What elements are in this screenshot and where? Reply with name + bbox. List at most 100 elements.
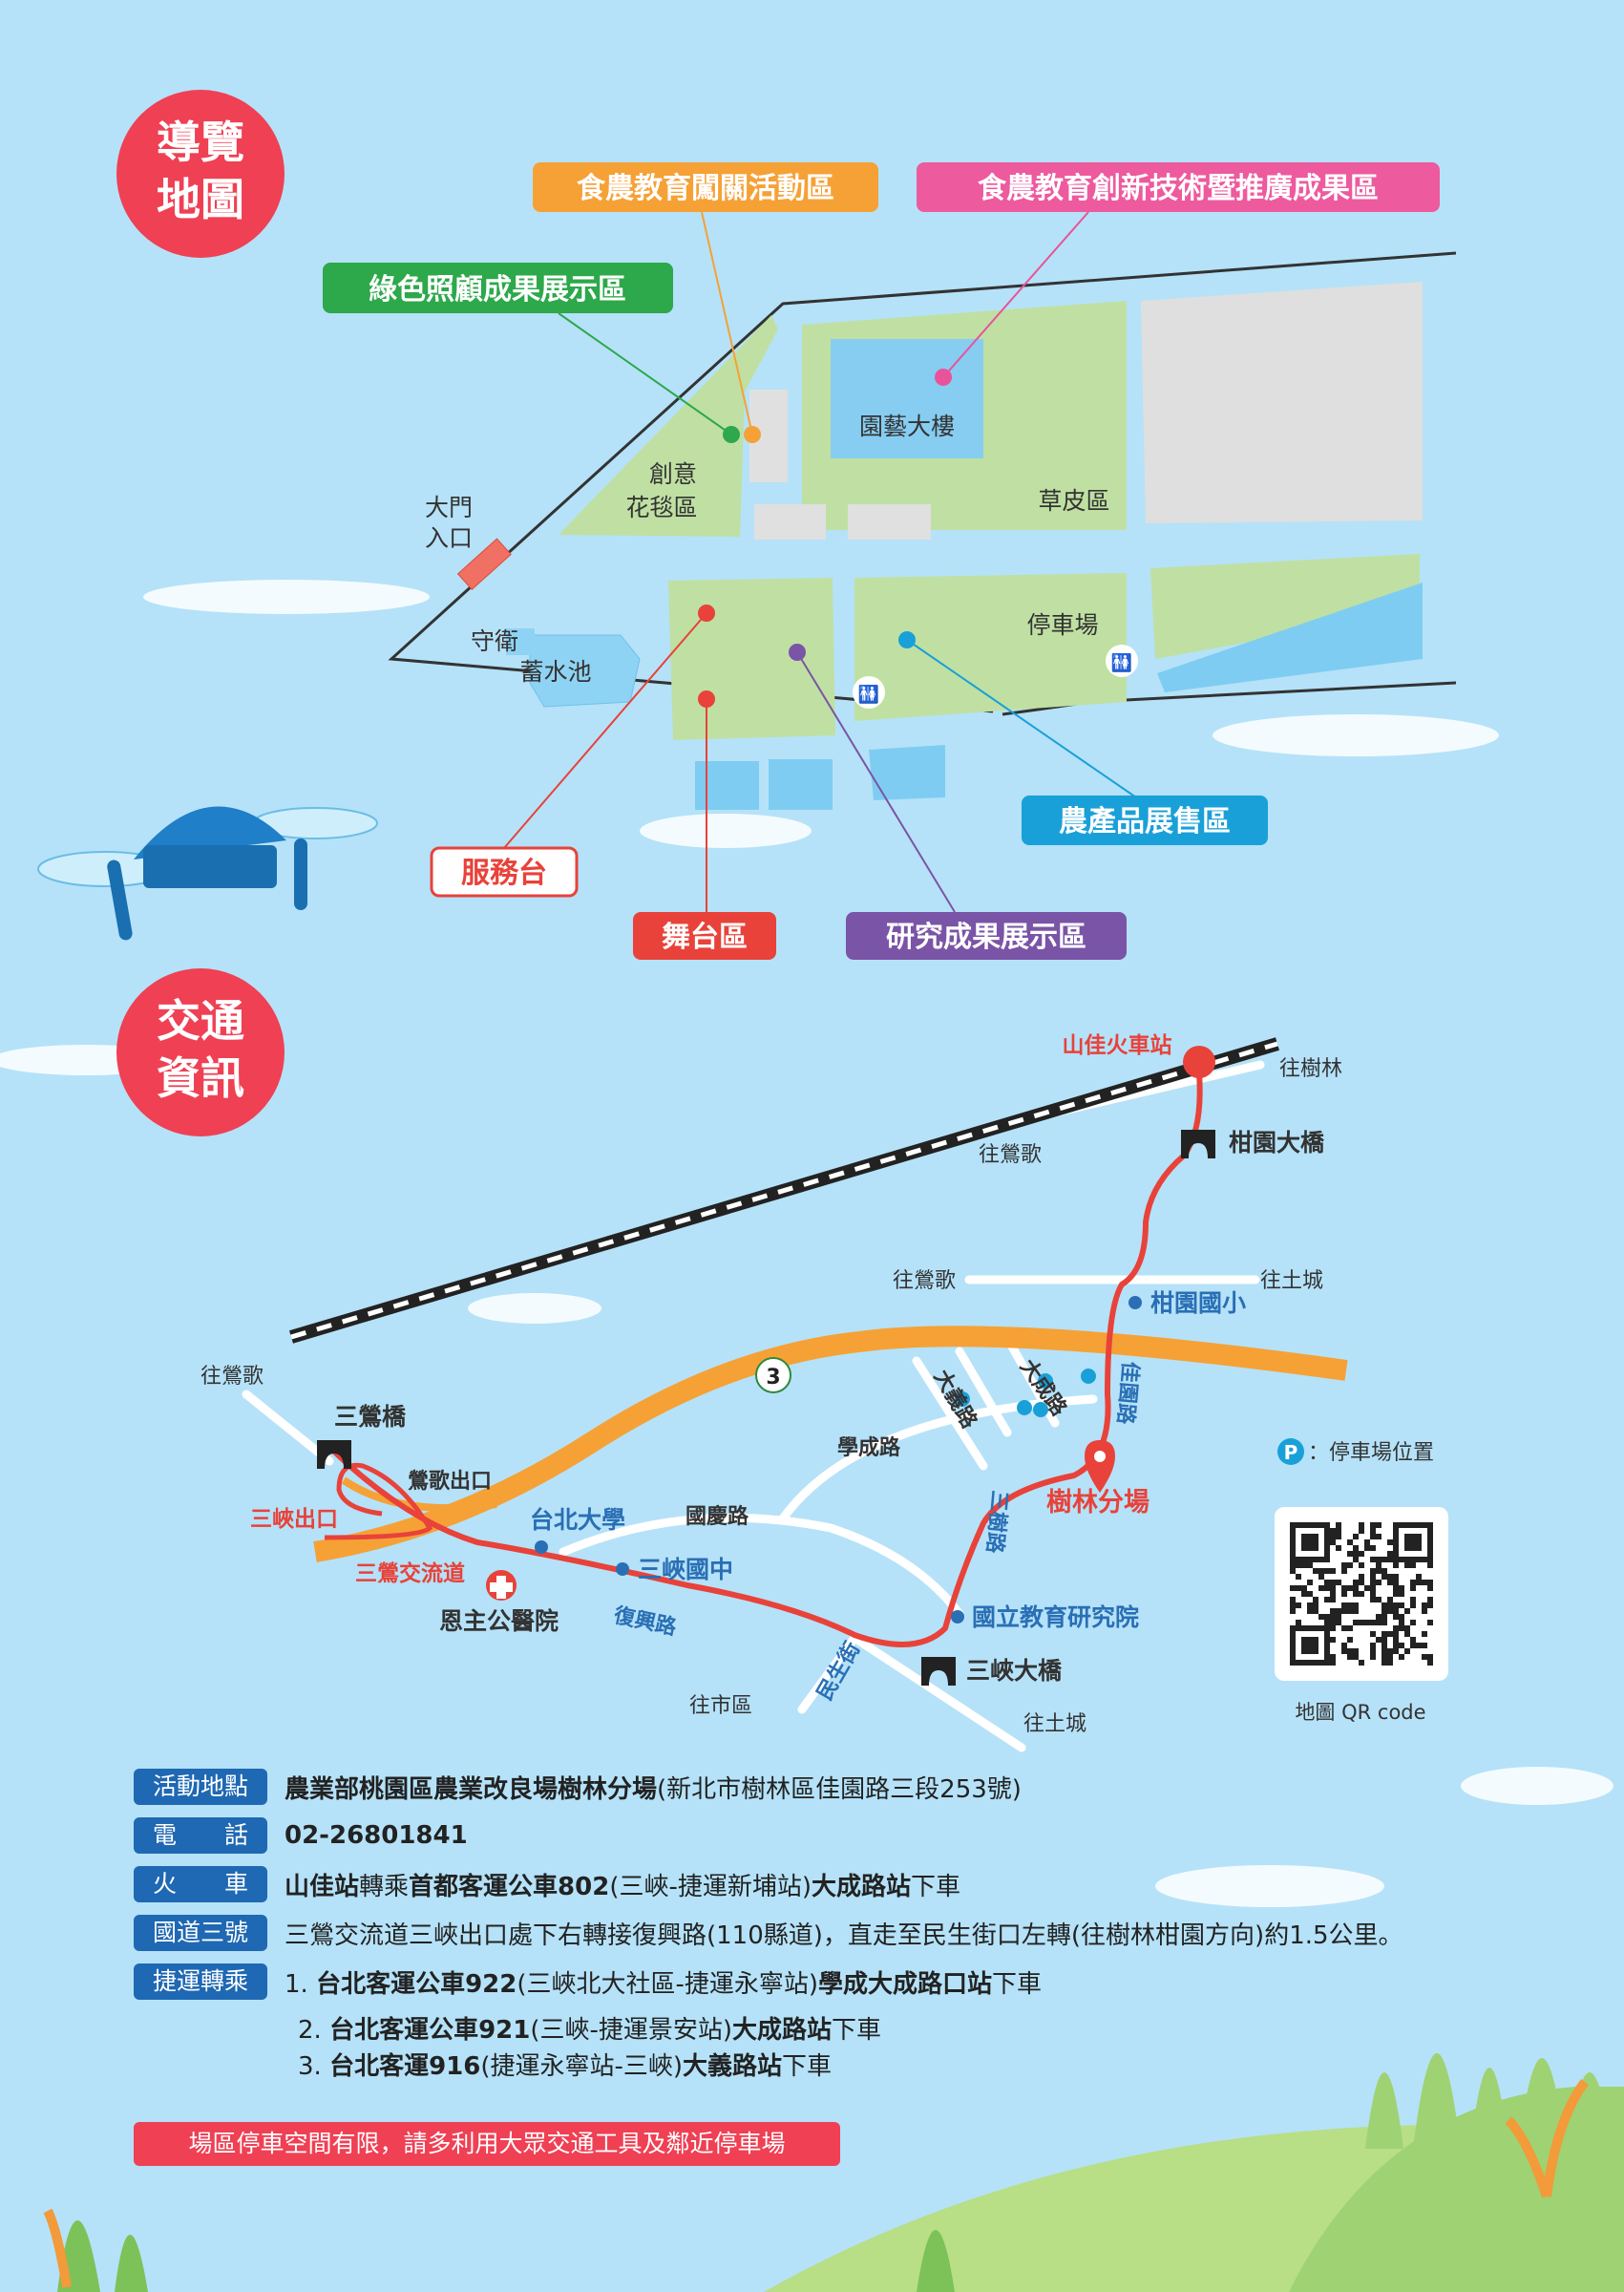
qr-module bbox=[1307, 1557, 1313, 1562]
qr-module bbox=[1427, 1562, 1433, 1568]
qr-module bbox=[1370, 1522, 1376, 1528]
qr-module bbox=[1410, 1585, 1416, 1591]
qr-module bbox=[1301, 1522, 1307, 1528]
qr-module bbox=[1324, 1614, 1330, 1620]
qr-module bbox=[1404, 1557, 1410, 1562]
qr-module bbox=[1376, 1522, 1381, 1528]
qr-module bbox=[1353, 1557, 1359, 1562]
svg-text:往鶯歌: 往鶯歌 bbox=[979, 1143, 1042, 1167]
qr-module bbox=[1301, 1545, 1307, 1551]
qr-module bbox=[1416, 1557, 1422, 1562]
qr-module bbox=[1376, 1534, 1381, 1539]
qr-module bbox=[1353, 1580, 1359, 1585]
route-line bbox=[322, 1061, 1203, 1647]
qr-module bbox=[1387, 1608, 1393, 1614]
qr-module bbox=[1410, 1539, 1416, 1545]
qr-module bbox=[1330, 1539, 1336, 1545]
qr-module bbox=[1353, 1534, 1359, 1539]
qr-module bbox=[1393, 1585, 1399, 1591]
callout-research: 研究成果展示區 bbox=[886, 921, 1086, 954]
qr-module bbox=[1393, 1631, 1399, 1637]
qr-module bbox=[1290, 1654, 1296, 1660]
qr-module bbox=[1313, 1568, 1318, 1574]
callout-produce-sales: 農產品展售區 bbox=[1059, 805, 1231, 838]
qr-module bbox=[1341, 1648, 1347, 1654]
svg-text:民生街: 民生街 bbox=[812, 1638, 866, 1705]
qr-module bbox=[1318, 1574, 1324, 1580]
qr-module bbox=[1307, 1643, 1313, 1648]
svg-text:鶯歌出口: 鶯歌出口 bbox=[408, 1469, 492, 1494]
qr-module bbox=[1336, 1522, 1341, 1528]
qr-module bbox=[1399, 1522, 1404, 1528]
qr-module bbox=[1336, 1545, 1341, 1551]
qr-module bbox=[1381, 1557, 1387, 1562]
qr-module bbox=[1359, 1620, 1364, 1625]
qr-module bbox=[1318, 1585, 1324, 1591]
qr-module bbox=[1341, 1562, 1347, 1568]
mrt-item: 2. 台北客運公車921(三峽-捷運景安站)大成路站下車 bbox=[298, 2016, 882, 2045]
qr-module bbox=[1376, 1580, 1381, 1585]
qr-module bbox=[1376, 1562, 1381, 1568]
svg-text:三樹路: 三樹路 bbox=[981, 1489, 1012, 1555]
transport-map: 3 P ：停車場位置 山佳火車站 往樹林 往鶯歌 柑園大橋 往鶯歌 往土城 柑園… bbox=[200, 1032, 1448, 1752]
svg-text:交通: 交通 bbox=[157, 995, 244, 1047]
qr-module bbox=[1318, 1568, 1324, 1574]
qr-caption: 地圖 QR code bbox=[1295, 1701, 1425, 1724]
qr-module bbox=[1290, 1608, 1296, 1614]
qr-module bbox=[1370, 1648, 1376, 1654]
qr-module bbox=[1324, 1522, 1330, 1528]
qr-module bbox=[1290, 1562, 1296, 1568]
qr-module bbox=[1376, 1637, 1381, 1643]
qr-module bbox=[1341, 1643, 1347, 1648]
svg-text:國慶路: 國慶路 bbox=[685, 1504, 749, 1529]
qr-module bbox=[1370, 1580, 1376, 1585]
svg-text:三峽出口: 三峽出口 bbox=[250, 1507, 338, 1532]
qr-module bbox=[1341, 1568, 1347, 1574]
qr-module bbox=[1307, 1545, 1313, 1551]
qr-module bbox=[1330, 1528, 1336, 1534]
gate bbox=[456, 538, 512, 590]
qr-module bbox=[1353, 1591, 1359, 1597]
qr-module bbox=[1422, 1602, 1427, 1608]
qr-module bbox=[1301, 1591, 1307, 1597]
svg-text:花毯區: 花毯區 bbox=[625, 494, 697, 521]
qr-module bbox=[1364, 1545, 1370, 1551]
qr-module bbox=[1330, 1614, 1336, 1620]
destination-label: 樹林分場 bbox=[1046, 1488, 1149, 1517]
qr-module bbox=[1364, 1539, 1370, 1545]
qr-module bbox=[1387, 1597, 1393, 1602]
qr-module bbox=[1376, 1597, 1381, 1602]
qr-module bbox=[1427, 1654, 1433, 1660]
qr-module bbox=[1324, 1585, 1330, 1591]
site-map: 🚻 🚻 創意 花毯區 園藝大樓 草皮區 大門 入口 守衛 蓄水池 停車場 食農教… bbox=[323, 162, 1457, 960]
qr-module bbox=[1393, 1551, 1399, 1557]
qr-module bbox=[1296, 1522, 1301, 1528]
qr-module bbox=[1416, 1539, 1422, 1545]
qr-module bbox=[1301, 1660, 1307, 1666]
qr-module bbox=[1324, 1568, 1330, 1574]
qr-module bbox=[1399, 1625, 1404, 1631]
qr-module bbox=[1290, 1557, 1296, 1562]
qr-module bbox=[1336, 1620, 1341, 1625]
qr-module bbox=[1427, 1597, 1433, 1602]
qr-code[interactable] bbox=[1290, 1522, 1433, 1666]
qr-module bbox=[1416, 1522, 1422, 1528]
qr-module bbox=[1381, 1602, 1387, 1608]
qr-module bbox=[1427, 1545, 1433, 1551]
destination-pin-icon bbox=[1085, 1440, 1115, 1493]
qr-module bbox=[1296, 1574, 1301, 1580]
qr-module bbox=[1370, 1585, 1376, 1591]
qr-module bbox=[1393, 1602, 1399, 1608]
qr-module bbox=[1376, 1557, 1381, 1562]
qr-module bbox=[1370, 1654, 1376, 1660]
qr-module bbox=[1387, 1551, 1393, 1557]
qr-module bbox=[1313, 1539, 1318, 1545]
guard-label: 守衛 bbox=[471, 627, 518, 655]
qr-module bbox=[1330, 1580, 1336, 1585]
svg-text:佳園路: 佳園路 bbox=[1112, 1360, 1143, 1426]
qr-module bbox=[1359, 1591, 1364, 1597]
qr-module bbox=[1307, 1591, 1313, 1597]
qr-module bbox=[1404, 1562, 1410, 1568]
qr-module bbox=[1324, 1625, 1330, 1631]
qr-module bbox=[1290, 1648, 1296, 1654]
